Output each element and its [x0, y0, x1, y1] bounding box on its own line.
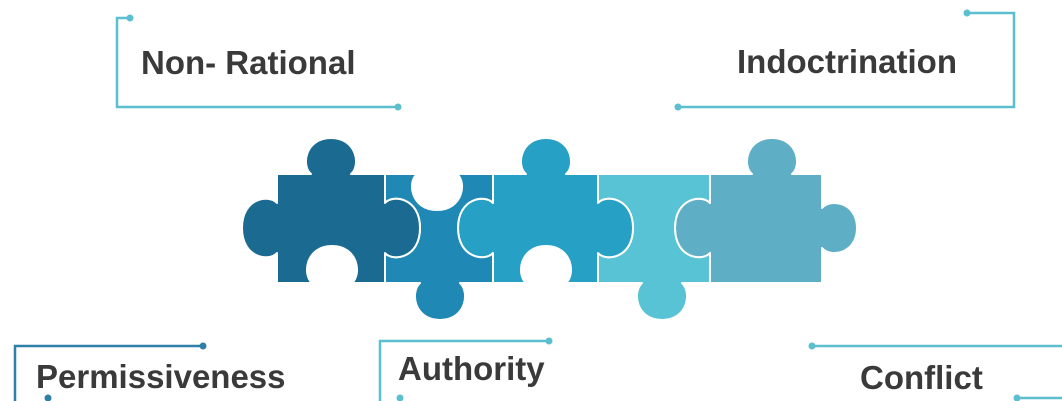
connector-dots: [44, 9, 1021, 401]
puzzle-piece-1: [241, 137, 421, 284]
label-non-rational: Non- Rational: [141, 44, 356, 81]
connector-permissiveness: [13, 344, 205, 401]
connector-authority: [378, 339, 551, 401]
label-permissiveness: Permissiveness: [36, 358, 286, 395]
connector-non-rational: [115, 16, 400, 109]
label-authority: Authority: [398, 350, 545, 387]
label-conflict: Conflict: [860, 359, 983, 396]
connector-indoctrination: [676, 11, 1016, 109]
label-indoctrination: Indoctrination: [737, 43, 957, 80]
